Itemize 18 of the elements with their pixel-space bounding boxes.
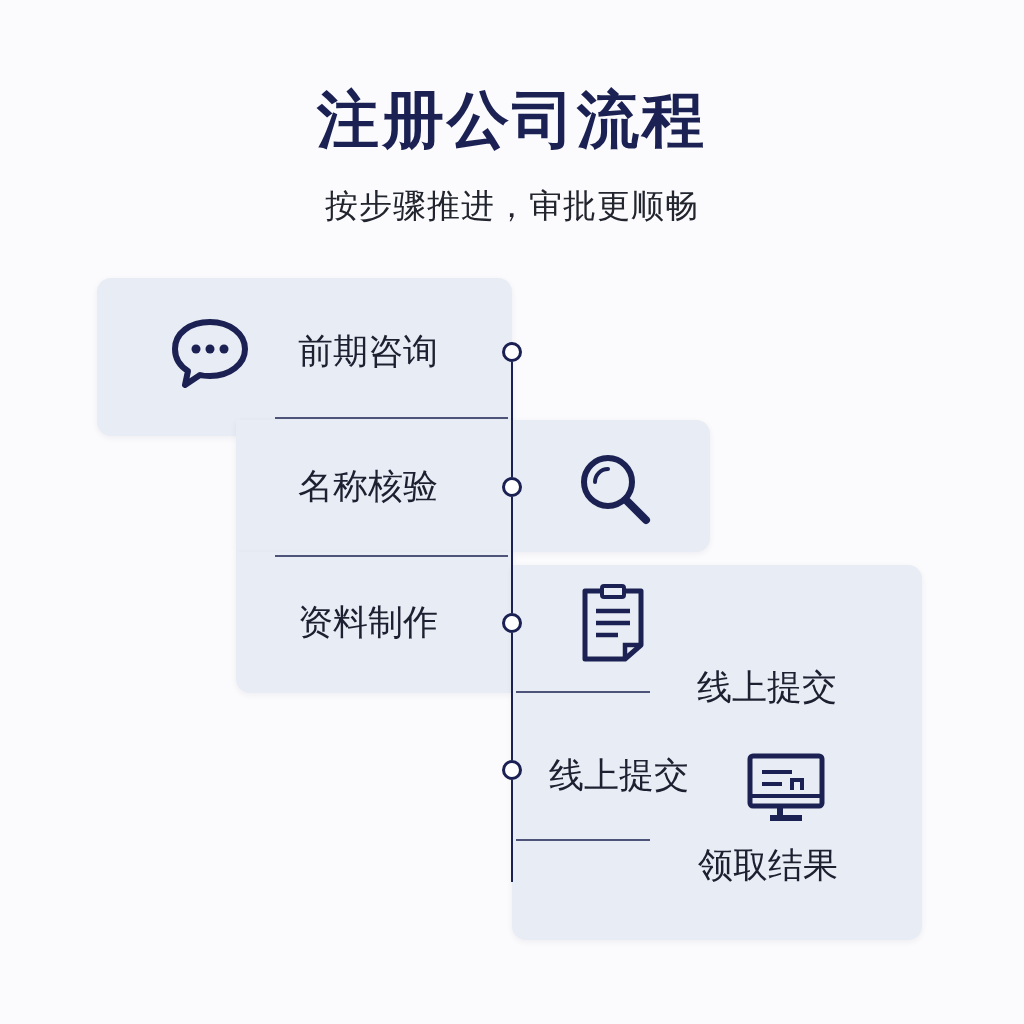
step-card xyxy=(236,420,710,552)
step-label: 线上提交 xyxy=(549,758,689,793)
step-card xyxy=(97,278,512,436)
step-card xyxy=(512,565,922,940)
timeline-dot xyxy=(502,760,522,780)
step-label: 资料制作 xyxy=(298,605,438,640)
step-card xyxy=(236,552,512,693)
subtitle: 按步骤推进，审批更顺畅 xyxy=(324,185,700,227)
timeline-line xyxy=(511,361,513,478)
timeline-dot xyxy=(502,342,522,362)
step-label: 名称核验 xyxy=(298,469,438,504)
timeline-line xyxy=(511,496,513,614)
step-label: 领取结果 xyxy=(698,848,838,883)
title: 注册公司流程 xyxy=(316,82,708,158)
timeline-line xyxy=(511,632,513,761)
step-label: 前期咨询 xyxy=(298,334,438,369)
timeline-dot xyxy=(502,477,522,497)
step-label: 线上提交 xyxy=(697,670,837,705)
